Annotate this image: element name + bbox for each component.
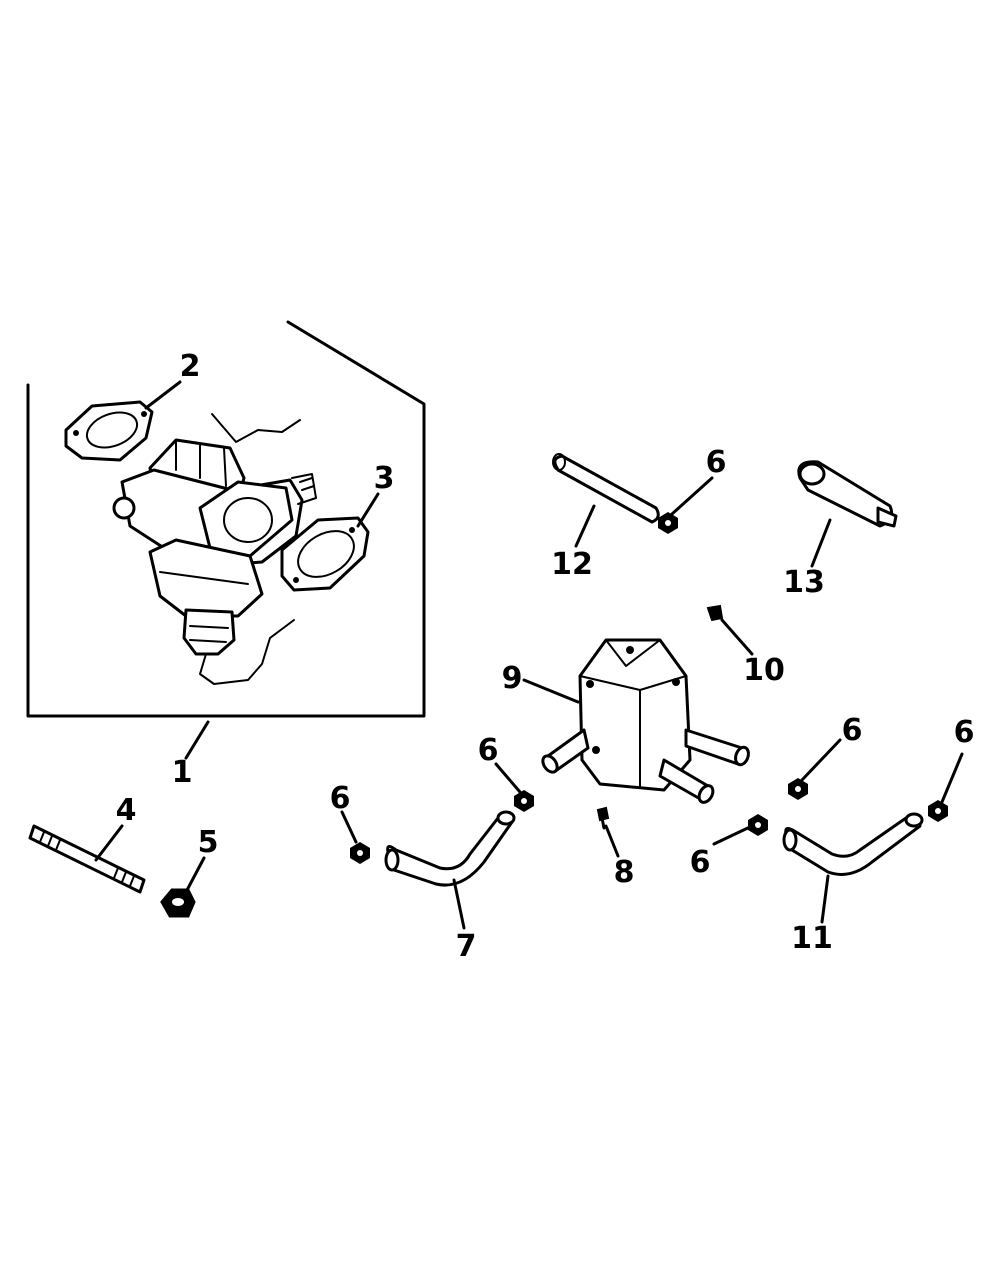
fitting[interactable] (706, 604, 724, 622)
callout-6-d: 6 (842, 713, 863, 748)
callout-labels: 1 2 3 4 5 6 6 6 6 6 6 7 8 9 10 11 12 13 (116, 349, 975, 964)
callout-4: 4 (116, 793, 137, 828)
gasket-lower[interactable] (280, 516, 370, 592)
fuel-filter[interactable] (797, 460, 898, 528)
hose-clamp-pump[interactable] (514, 790, 534, 812)
fuel-line-short[interactable] (552, 453, 660, 524)
callout-9: 9 (502, 661, 523, 696)
callout-7: 7 (456, 929, 477, 964)
fuel-line-right[interactable] (782, 812, 924, 876)
callout-3: 3 (374, 461, 395, 496)
callout-6-a: 6 (706, 445, 727, 480)
leader-lines (94, 380, 964, 930)
fuel-pump[interactable] (540, 638, 751, 805)
fuel-line-left[interactable] (384, 810, 516, 887)
carburetor-assembly[interactable] (112, 413, 317, 685)
carburetor-inset-box (26, 320, 426, 718)
callout-10: 10 (743, 653, 785, 688)
callout-11: 11 (791, 921, 833, 956)
callout-2: 2 (180, 349, 201, 384)
callout-6-e: 6 (690, 845, 711, 880)
stud[interactable] (28, 824, 146, 894)
callout-6-b: 6 (478, 733, 499, 768)
callout-6-f: 6 (954, 715, 975, 750)
nut[interactable] (160, 888, 196, 918)
gasket-upper[interactable] (64, 400, 154, 462)
callout-6-c: 6 (330, 781, 351, 816)
hose-clamp-mid-right[interactable] (788, 778, 808, 800)
callout-1: 1 (172, 755, 193, 790)
hose-clamp-lower-right[interactable] (748, 814, 768, 836)
callout-12: 12 (551, 547, 593, 582)
callout-8: 8 (614, 855, 635, 890)
screw[interactable] (596, 806, 610, 830)
callout-5: 5 (198, 825, 219, 860)
hose-clamp-left[interactable] (350, 842, 370, 864)
hose-clamp-12[interactable] (658, 512, 678, 534)
hose-clamp-far-right[interactable] (928, 800, 948, 822)
callout-13: 13 (783, 565, 825, 600)
